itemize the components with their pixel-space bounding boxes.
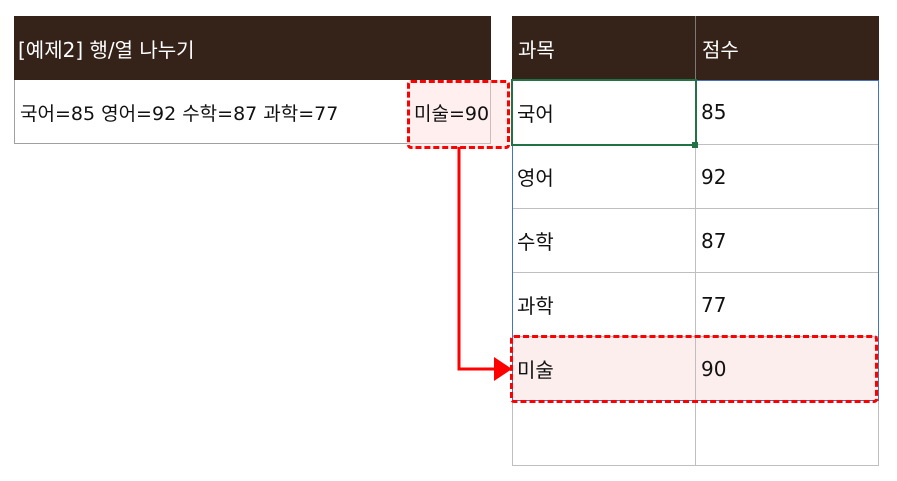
fill-handle[interactable]	[692, 142, 698, 148]
cell-score-2[interactable]: 92	[696, 145, 879, 209]
cell-subject-1[interactable]: 국어	[512, 80, 696, 145]
header-subject: 과목	[512, 16, 696, 80]
header-subject-text: 과목	[518, 37, 555, 62]
source-text: 국어=85 영어=92 수학=87 과학=77	[14, 80, 338, 144]
cell-score-6[interactable]	[696, 401, 879, 466]
source-cell[interactable]	[14, 80, 491, 144]
arrow-connector-icon	[457, 147, 512, 381]
source-text-value: 국어=85 영어=92 수학=87 과학=77	[20, 102, 339, 125]
source-title-text: [예제2] 행/열 나누기	[18, 37, 195, 62]
score-text: 92	[701, 164, 727, 189]
header-score-text: 점수	[702, 37, 739, 62]
header-score: 점수	[696, 16, 879, 80]
cell-subject-6[interactable]	[512, 401, 696, 466]
source-title: [예제2] 행/열 나누기	[14, 16, 491, 80]
source-highlight-value: 미술=90	[414, 102, 490, 125]
subject-text: 과학	[517, 294, 554, 318]
subject-text: 국어	[517, 101, 554, 126]
source-highlight	[407, 80, 510, 149]
cell-subject-3[interactable]: 수학	[512, 209, 696, 273]
score-text: 87	[701, 228, 727, 253]
cell-subject-4[interactable]: 과학	[512, 273, 696, 337]
cell-score-1[interactable]: 85	[696, 80, 879, 145]
score-text: 77	[701, 292, 727, 317]
new-row-dashed-border	[510, 335, 878, 403]
subject-text: 영어	[517, 166, 554, 190]
source-highlight-text: 미술=90	[410, 80, 489, 144]
score-text: 90	[701, 356, 727, 381]
subject-text: 수학	[517, 230, 554, 254]
cell-subject-2[interactable]: 영어	[512, 145, 696, 209]
cell-score-4[interactable]: 77	[696, 273, 879, 337]
score-text: 85	[701, 100, 727, 124]
subject-text: 미술	[517, 358, 554, 382]
cell-score-3[interactable]: 87	[696, 209, 879, 273]
